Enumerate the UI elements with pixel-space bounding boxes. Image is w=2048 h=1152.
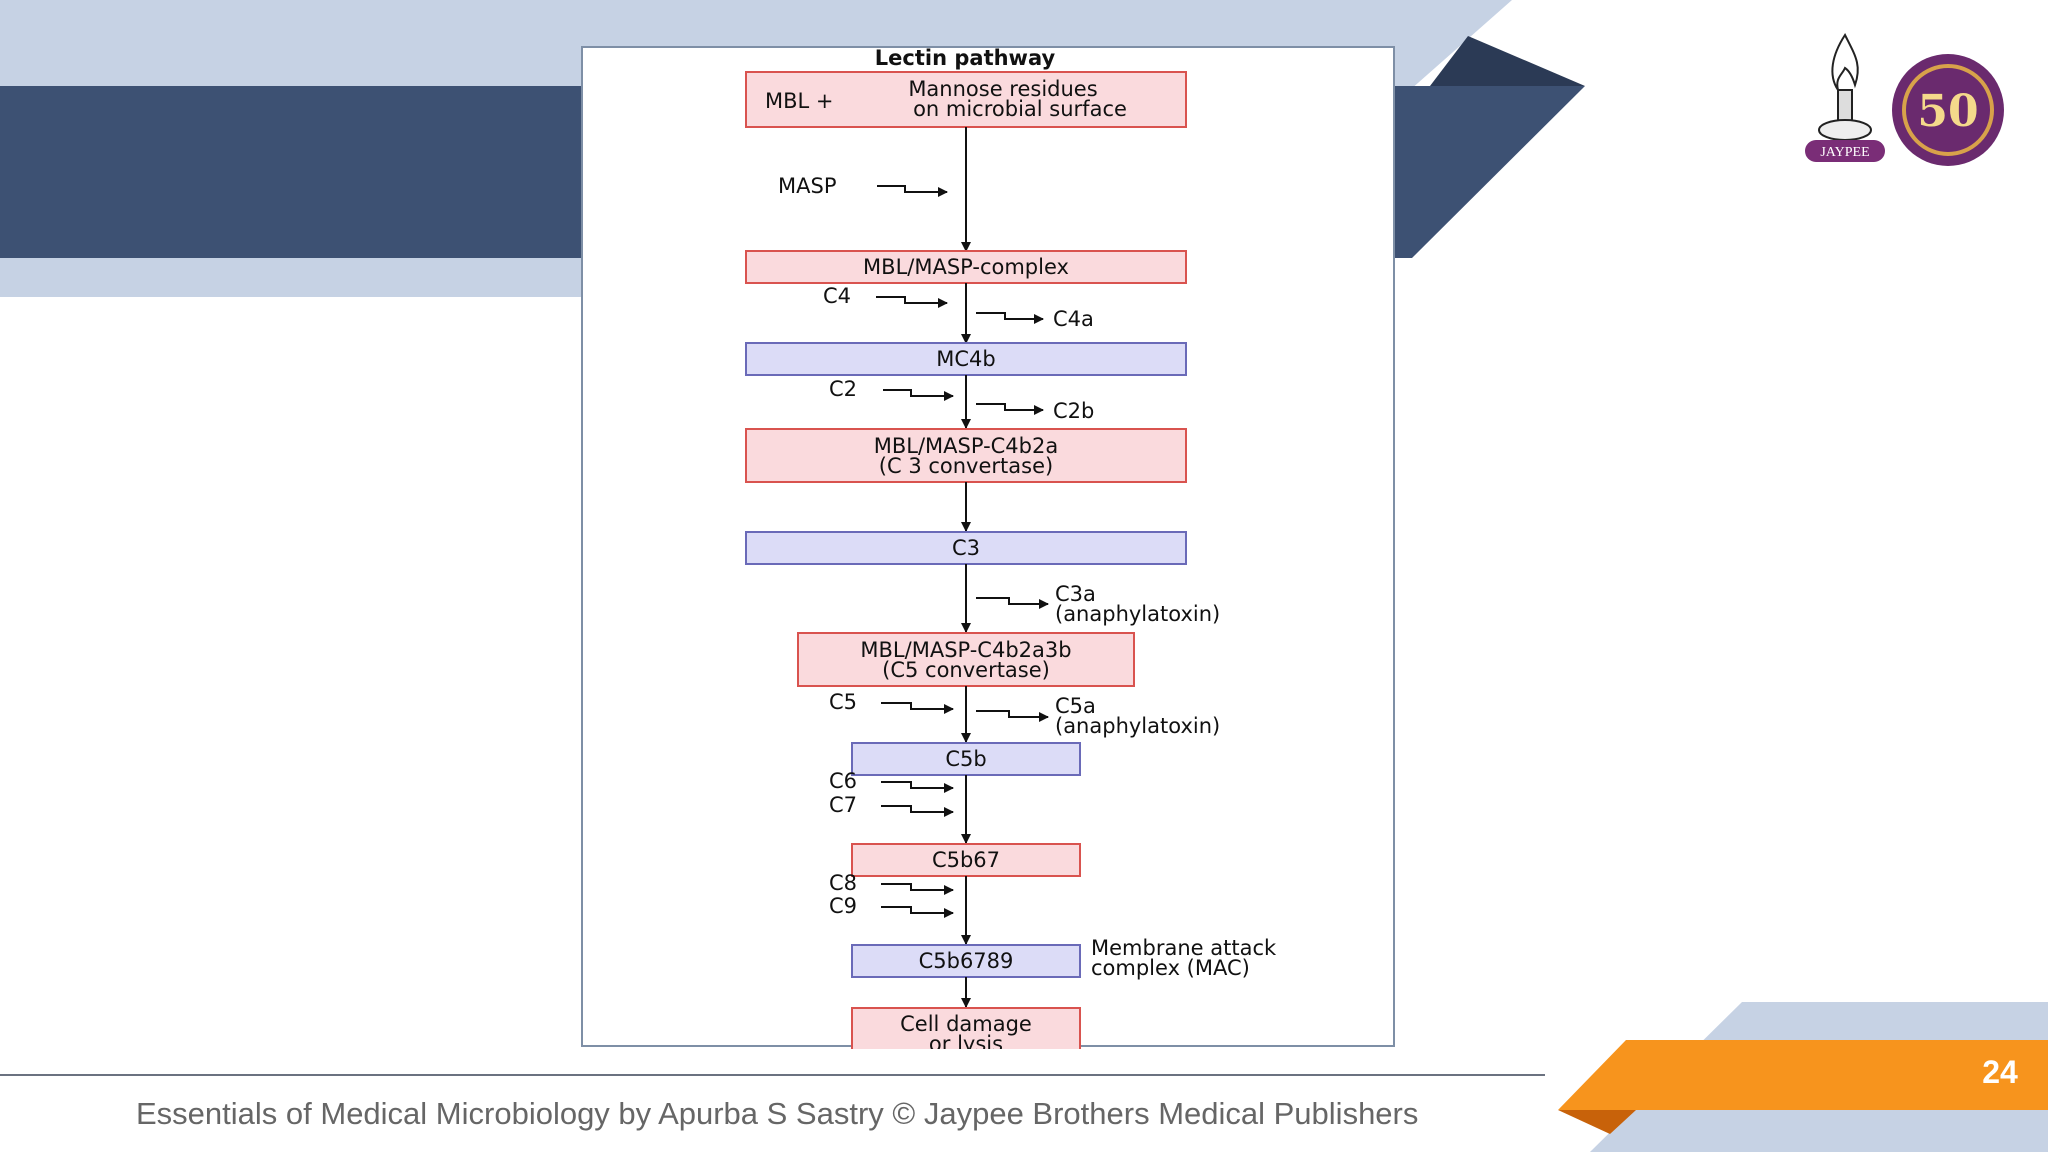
c5-convertase-line1: MBL/MASP-C4b2a3b: [860, 638, 1071, 662]
c4-input-arrow: [876, 296, 948, 308]
cell-damage-line1: Cell damage: [900, 1012, 1032, 1036]
mac-label-line2: complex (MAC): [1091, 956, 1250, 980]
footer-credit: Essentials of Medical Microbiology by Ap…: [136, 1096, 1419, 1131]
c3-convertase-box: [745, 428, 1187, 483]
lectin-pathway-flowchart: Lectin pathway MBL + Mannose residues on…: [745, 48, 1277, 1049]
c5b6789-box: [851, 944, 1081, 978]
mbl-masp-complex-box: [745, 250, 1187, 284]
c3a-output-arrow: [976, 597, 1049, 609]
mac-label-line1: Membrane attack: [1091, 936, 1277, 960]
c6-input-arrow: [881, 781, 954, 793]
orange-ribbon: [1558, 1040, 2048, 1110]
c2b-label: C2b: [1053, 399, 1094, 423]
anniversary-gold-ring: [1902, 64, 1994, 156]
c5b6789-label: C5b6789: [919, 949, 1014, 973]
mannose-line1: Mannose residues: [908, 77, 1097, 101]
logo-banner: [1805, 140, 1885, 162]
masp-input-arrow: [877, 185, 948, 197]
c5b-label: C5b: [945, 747, 986, 771]
c7-label: C7: [829, 793, 857, 817]
c3a-label-line2: (anaphylatoxin): [1055, 602, 1220, 626]
footer-rule: [0, 1074, 1545, 1076]
torch-base: [1818, 119, 1872, 141]
light-band-below: [0, 255, 590, 297]
c5-input-arrow: [881, 702, 954, 714]
c2b-output-arrow: [976, 403, 1044, 415]
anniversary-number: 50: [1917, 86, 1978, 137]
c3-label: C3: [952, 536, 980, 560]
lectin-pathway-diagram: Lectin pathway MBL + Mannose residues on…: [581, 46, 1395, 1049]
c5a-label-line1: C5a: [1055, 694, 1096, 718]
c3a-label-line1: C3a: [1055, 582, 1096, 606]
anniversary-50-logo: 50: [1892, 54, 2004, 166]
c9-label: C9: [829, 894, 857, 918]
cell-damage-box: [851, 1007, 1081, 1049]
c9-input-arrow: [881, 906, 954, 918]
cell-damage-line2: or lysis: [929, 1032, 1003, 1049]
c7-input-arrow: [881, 805, 954, 817]
c3-box: [745, 531, 1187, 565]
mbl-masp-complex-label: MBL/MASP-complex: [863, 255, 1069, 279]
c5a-label-line2: (anaphylatoxin): [1055, 714, 1220, 738]
masp-label: MASP: [778, 174, 836, 198]
mc4b-box: [745, 342, 1187, 376]
torch-flame-icon: [1831, 32, 1859, 91]
c8-label: C8: [829, 871, 857, 895]
c4a-output-arrow: [976, 312, 1044, 324]
c5b67-label: C5b67: [932, 848, 1000, 872]
orange-ribbon-fold: [1558, 1110, 1636, 1134]
mc4b-label: MC4b: [936, 347, 995, 371]
c5-convertase-line2: (C5 convertase): [882, 658, 1050, 682]
mbl-plus-label: MBL +: [765, 89, 834, 113]
c2-input-arrow: [883, 389, 954, 401]
logo-text: JAYPEE: [1820, 145, 1869, 160]
c4-label: C4: [823, 284, 851, 308]
c8-input-arrow: [881, 883, 954, 895]
c3-convertase-line2: (C 3 convertase): [879, 454, 1053, 478]
c5b-box: [851, 742, 1081, 776]
anniversary-outer-ring: [1892, 54, 2004, 166]
c6-label: C6: [829, 769, 857, 793]
jaypee-logo: JAYPEE: [1805, 32, 1885, 162]
c3-convertase-line1: MBL/MASP-C4b2a: [874, 434, 1058, 458]
mannose-line2: on microbial surface: [913, 97, 1127, 121]
c5a-output-arrow: [976, 710, 1049, 722]
diagram-title: Lectin pathway: [875, 48, 1056, 70]
c5-label: C5: [829, 690, 857, 714]
c4a-label: C4a: [1053, 307, 1094, 331]
c2-label: C2: [829, 377, 857, 401]
page-number: 24: [1982, 1054, 2018, 1090]
dark-navy-chevron: [1430, 36, 1585, 86]
